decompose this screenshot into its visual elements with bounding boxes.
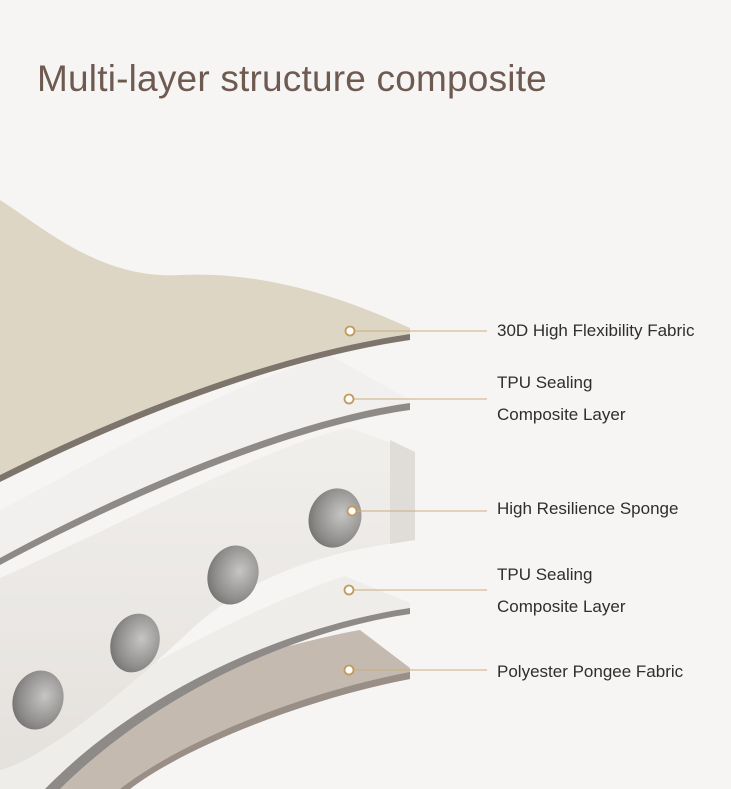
layer-label-pongee: Polyester Pongee Fabric (497, 656, 683, 688)
marker-dot (344, 325, 356, 337)
label-line: 30D High Flexibility Fabric (497, 321, 695, 340)
sponge-hole (12, 670, 64, 730)
page-title: Multi-layer structure composite (37, 58, 547, 99)
marker-dot (343, 664, 355, 676)
leader-3 (346, 505, 487, 517)
pongee-fabric-edge (120, 672, 410, 789)
leader-2 (343, 393, 487, 405)
layer-label-sponge: High Resilience Sponge (497, 493, 678, 525)
label-line: High Resilience Sponge (497, 499, 679, 518)
layer-label-tpu-upper: TPU Sealing Composite Layer (497, 367, 626, 431)
marker-dot (343, 584, 355, 596)
leader-4 (343, 584, 487, 596)
layer-label-fabric: 30D High Flexibility Fabric (497, 315, 694, 347)
sponge-hole (308, 488, 362, 548)
layer-label-tpu-lower: TPU Sealing Composite Layer (497, 559, 626, 623)
top-fabric-layer (0, 200, 410, 475)
marker-dot (343, 393, 355, 405)
label-line: Composite Layer (497, 597, 626, 616)
sponge-hole (207, 545, 259, 605)
marker-dot (346, 505, 358, 517)
label-line: Composite Layer (497, 405, 626, 424)
leader-5 (343, 664, 487, 676)
sponge-side (390, 440, 415, 544)
label-line: Polyester Pongee Fabric (497, 662, 684, 681)
sponge-hole (110, 613, 160, 673)
leader-1 (344, 325, 487, 337)
label-line: TPU Sealing (497, 373, 593, 392)
label-line: TPU Sealing (497, 565, 593, 584)
